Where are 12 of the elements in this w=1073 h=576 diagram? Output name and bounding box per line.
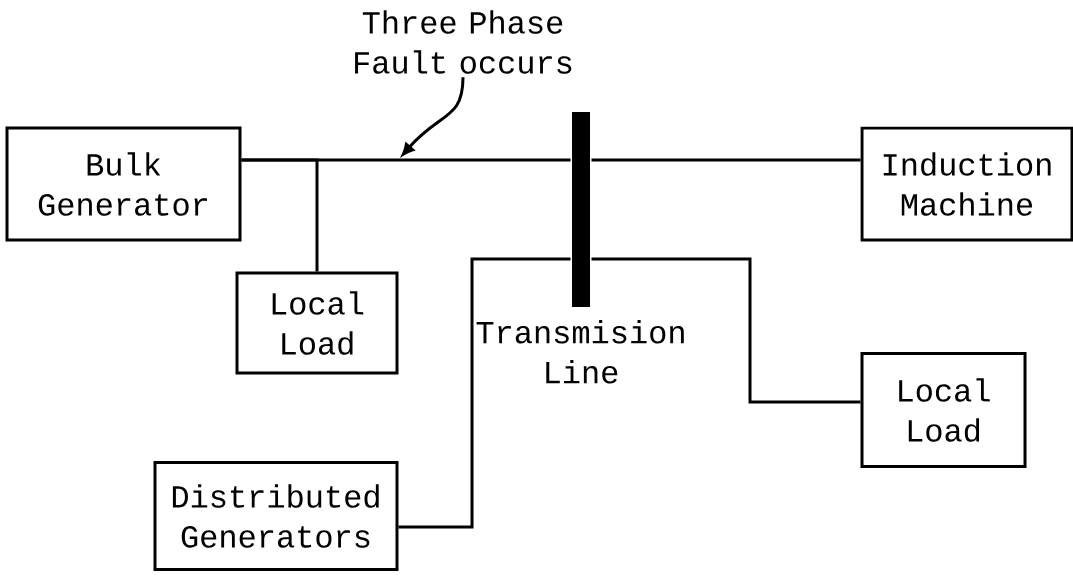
connection-line <box>591 257 861 404</box>
annotation-text: Three Phase Fault occurs <box>355 10 572 74</box>
component-box: Local Load <box>235 271 399 375</box>
component-box: Induction Machine <box>860 126 1073 242</box>
connection-line <box>398 257 571 529</box>
component-box: Bulk Generator <box>5 126 242 242</box>
leader-arrow <box>402 77 465 156</box>
connection-line <box>241 158 319 272</box>
component-box: Local Load <box>860 352 1027 468</box>
busbar-label: Transmision Line <box>476 320 684 384</box>
component-box: Distributed Generators <box>153 461 399 571</box>
connection-line <box>591 158 861 162</box>
